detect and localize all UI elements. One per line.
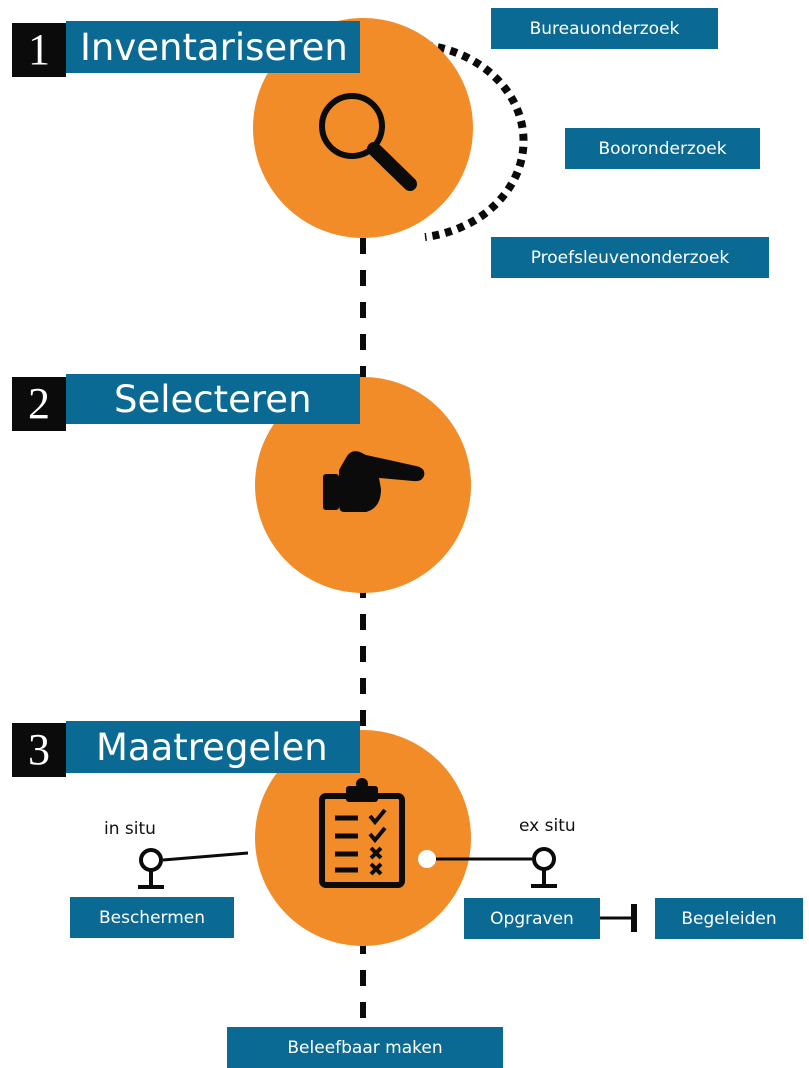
step-3-circle (255, 730, 471, 946)
step-3-title: Maatregelen (66, 721, 360, 773)
dotted-arc (424, 41, 528, 241)
connector-socket (418, 850, 436, 868)
opgraven-begeleiden-link (600, 904, 637, 932)
ex-situ-connector (418, 847, 557, 888)
branch-label-proefsleuvenonderzoek: Proefsleuvenonderzoek (491, 237, 769, 278)
step-2-title: Selecteren (66, 374, 360, 424)
magnifying-glass-icon (319, 93, 417, 191)
branch-label-begeleiden: Begeleiden (655, 898, 803, 939)
in-situ-caption: in situ (104, 819, 156, 839)
step-1-number: 1 (12, 23, 66, 77)
pointing-hand-icon (323, 451, 425, 512)
step-2-number: 2 (12, 377, 66, 431)
branch-label-beschermen: Beschermen (70, 897, 234, 938)
ex-situ-caption: ex situ (519, 816, 576, 836)
branch-label-beleefbaar-maken: Beleefbaar maken (227, 1027, 503, 1068)
in-situ-connector (138, 848, 249, 889)
branch-label-booronderzoek: Booronderzoek (565, 128, 760, 169)
step-1-title: Inventariseren (66, 21, 360, 73)
branch-label-opgraven: Opgraven (464, 898, 600, 939)
step-3-number: 3 (12, 723, 66, 777)
clipboard-checklist-icon (319, 778, 405, 888)
step-1-circle (253, 18, 473, 238)
branch-label-bureauonderzoek: Bureauonderzoek (491, 8, 718, 49)
